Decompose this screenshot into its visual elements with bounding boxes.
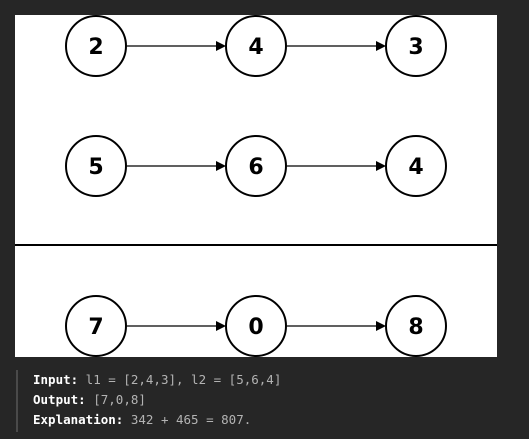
node-value: 8 — [408, 315, 423, 340]
linked-list-figure: 2 4 3 5 6 — [15, 15, 497, 357]
node-circle — [385, 15, 447, 77]
input-line: Input: l1 = [2,4,3], l2 = [5,6,4] — [33, 370, 516, 390]
output-label: Output: — [33, 392, 86, 407]
node-value: 0 — [248, 315, 263, 340]
list-l1: 2 4 3 — [65, 15, 447, 77]
node-circle — [225, 15, 287, 77]
input-value: l1 = [2,4,3], l2 = [5,6,4] — [78, 372, 282, 387]
list-result: 7 0 8 — [65, 295, 447, 357]
node-value: 7 — [88, 315, 103, 340]
example-block: Input: l1 = [2,4,3], l2 = [5,6,4] Output… — [16, 370, 516, 432]
node-circle — [225, 295, 287, 357]
node-circle — [65, 15, 127, 77]
arrow-head — [216, 321, 226, 331]
node-circle — [65, 295, 127, 357]
output-value: [7,0,8] — [85, 392, 146, 407]
list-node: 0 — [225, 295, 287, 357]
node-circle — [385, 295, 447, 357]
node-value: 4 — [408, 155, 423, 180]
list-node: 8 — [385, 295, 447, 357]
node-circle — [225, 135, 287, 197]
list-node: 4 — [385, 135, 447, 197]
arrow-head — [216, 41, 226, 51]
node-value: 5 — [88, 155, 103, 180]
node-value: 6 — [248, 155, 263, 180]
list-node: 6 — [225, 135, 287, 197]
list-node: 7 — [65, 295, 127, 357]
node-circle — [385, 135, 447, 197]
arrow-head — [376, 321, 386, 331]
arrow-head — [376, 161, 386, 171]
explanation-value: 342 + 465 = 807. — [123, 412, 252, 427]
node-value: 3 — [408, 35, 423, 60]
arrow-head — [216, 161, 226, 171]
node-circle — [65, 135, 127, 197]
node-value: 2 — [88, 35, 103, 60]
explanation-label: Explanation: — [33, 412, 124, 427]
list-node: 3 — [385, 15, 447, 77]
input-label: Input: — [33, 372, 79, 387]
output-line: Output: [7,0,8] — [33, 390, 516, 410]
linked-list-diagram: 2 4 3 5 6 — [15, 15, 497, 357]
list-node: 4 — [225, 15, 287, 77]
list-node: 2 — [65, 15, 127, 77]
node-value: 4 — [248, 35, 263, 60]
list-l2: 5 6 4 — [65, 135, 447, 197]
list-node: 5 — [65, 135, 127, 197]
arrow-head — [376, 41, 386, 51]
explanation-line: Explanation: 342 + 465 = 807. — [33, 410, 516, 430]
